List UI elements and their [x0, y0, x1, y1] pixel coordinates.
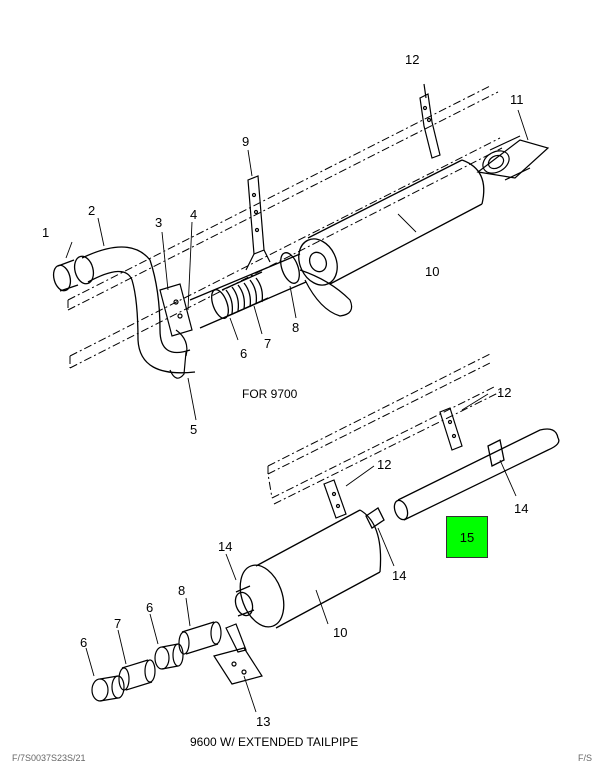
footer-code: F/7S0037S23S/21 [12, 753, 86, 763]
leaders-bottom [85, 393, 517, 713]
callout-6-c: 6 [80, 635, 88, 650]
bracket-13 [213, 623, 263, 685]
callout-10-b: 10 [333, 625, 348, 640]
strap-8 [299, 269, 353, 317]
pipe-assembly-top [52, 246, 307, 374]
callout-14-c: 14 [218, 539, 233, 554]
callout-4: 4 [190, 207, 198, 222]
parts-bottom [91, 621, 222, 702]
callout-12: 12 [405, 52, 420, 67]
bracket-9 [245, 175, 271, 271]
callout-5: 5 [190, 422, 198, 437]
callout-3: 3 [155, 215, 163, 230]
u-bolt-5 [169, 351, 187, 379]
bracket-3-4 [159, 283, 193, 357]
bracket-12-bottom-b [323, 479, 347, 519]
caption-top: FOR 9700 [242, 387, 298, 401]
callout-6: 6 [240, 346, 248, 361]
callout-8-b: 8 [178, 583, 186, 598]
callout-10: 10 [425, 264, 440, 279]
caption-bottom: 9600 W/ EXTENDED TAILPIPE [190, 735, 359, 749]
callout-1: 1 [42, 225, 50, 240]
callout-12-b: 12 [497, 385, 512, 400]
footer-page: F/S [578, 753, 593, 763]
leaders-top [65, 109, 529, 421]
muffler-10-bottom [234, 507, 385, 629]
highlight-callout-15[interactable]: 15 [446, 516, 488, 558]
callout-8: 8 [292, 320, 300, 335]
bracket-12-top [419, 83, 441, 159]
callout-14-a: 14 [514, 501, 529, 516]
frame-rail-bottom [267, 353, 501, 505]
tailpipe-11 [476, 135, 550, 181]
callout-2: 2 [88, 203, 96, 218]
callout-12-c: 12 [377, 457, 392, 472]
callout-15: 15 [459, 530, 475, 545]
callout-9: 9 [242, 134, 250, 149]
bracket-12-bottom-a [439, 407, 463, 451]
callout-11: 11 [510, 92, 524, 107]
frame-rail-top [67, 85, 503, 369]
callout-7-b: 7 [114, 616, 122, 631]
tailpipe-15 [393, 428, 560, 521]
callout-7: 7 [264, 336, 272, 351]
callout-13: 13 [256, 714, 271, 729]
callout-6-b: 6 [146, 600, 154, 615]
callout-14-b: 14 [392, 568, 407, 583]
muffler-10-top [298, 159, 485, 286]
